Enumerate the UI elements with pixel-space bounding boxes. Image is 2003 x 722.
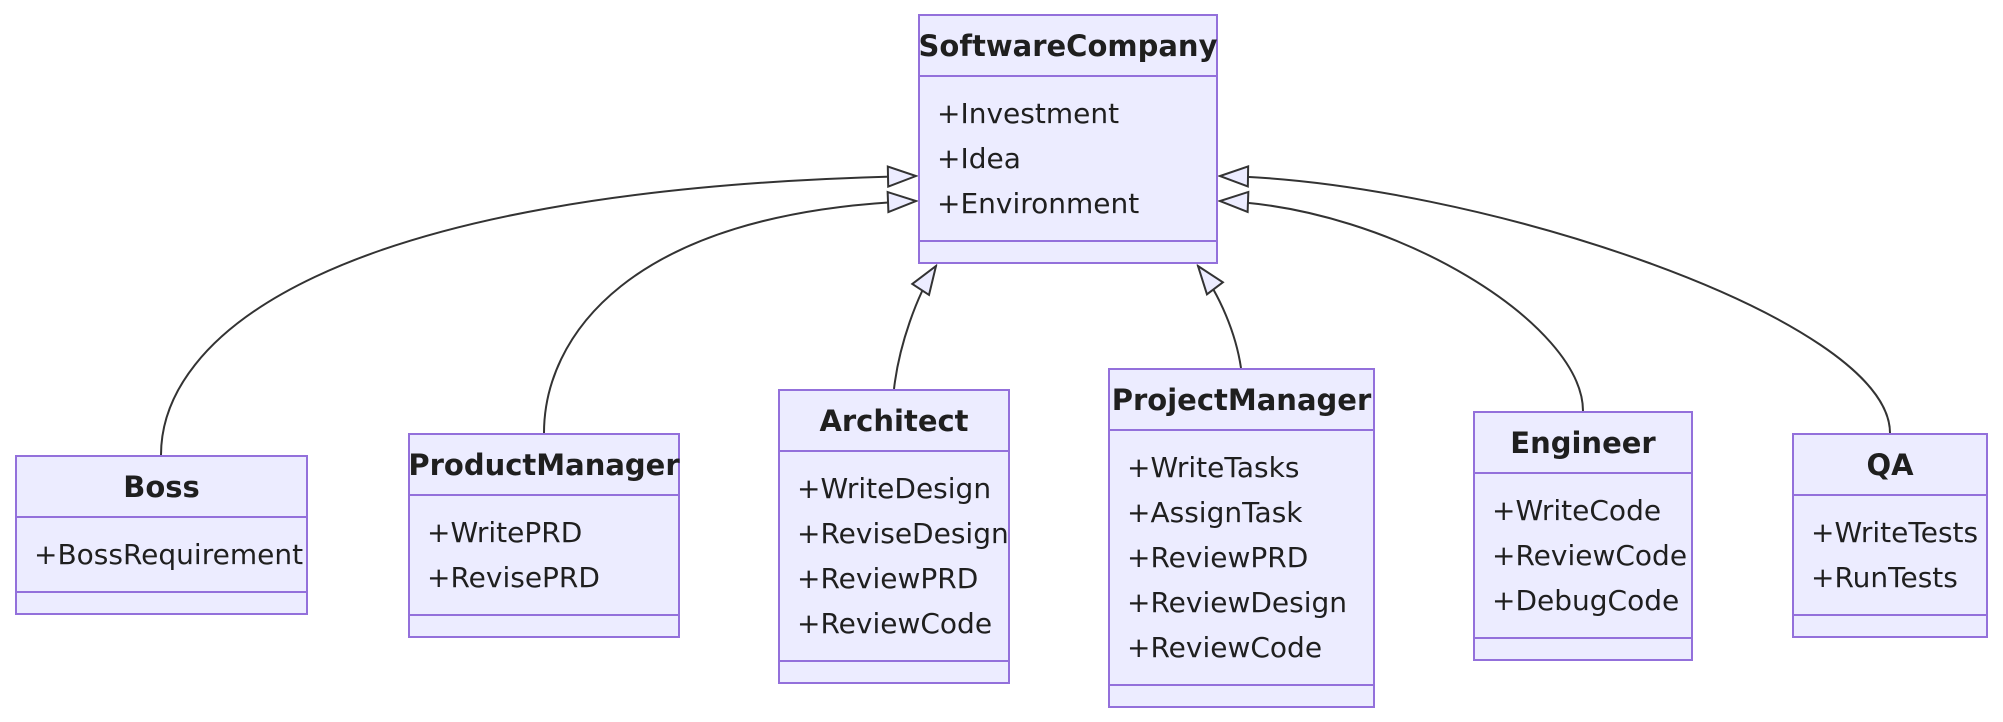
- class-member: +WriteDesign: [797, 472, 992, 505]
- class-member: +WriteTasks: [1127, 451, 1300, 484]
- class-member: +ReviewCode: [797, 607, 993, 640]
- class-member: +AssignTask: [1127, 496, 1303, 529]
- class-box-architect: Architect +WriteDesign +ReviseDesign +Re…: [778, 389, 1010, 684]
- class-member: +RunTests: [1811, 561, 1958, 594]
- class-member: +Environment: [937, 187, 1140, 220]
- class-methods-empty-section: [1475, 637, 1691, 659]
- class-members: +WriteCode +ReviewCode +DebugCode: [1475, 474, 1691, 637]
- class-member: +DebugCode: [1492, 584, 1680, 617]
- class-member: +RevisePRD: [427, 561, 600, 594]
- class-members: +WriteDesign +ReviseDesign +ReviewPRD +R…: [780, 452, 1009, 660]
- class-title: Boss: [17, 457, 306, 518]
- class-methods-empty-section: [780, 660, 1008, 682]
- class-member: +ReviewPRD: [1127, 541, 1309, 574]
- class-member: +ReviewCode: [1127, 631, 1323, 664]
- class-members: +WriteTests +RunTests: [1794, 496, 1986, 614]
- class-methods-empty-section: [410, 614, 678, 636]
- class-members: +Investment +Idea +Environment: [920, 77, 1216, 240]
- class-member: +ReviewCode: [1492, 539, 1688, 572]
- inheritance-edge-engineer-to-softwarecompany: [1220, 201, 1584, 412]
- class-member: +ReviewDesign: [1127, 586, 1348, 619]
- class-title: ProductManager: [408, 435, 680, 496]
- inheritance-edge-qa-to-softwarecompany: [1220, 176, 1891, 434]
- class-box-productmanager: ProductManager +WritePRD +RevisePRD: [408, 433, 680, 638]
- class-methods-empty-section: [1794, 614, 1986, 636]
- class-member: +BossRequirement: [34, 538, 304, 571]
- class-members: +WriteTasks +AssignTask +ReviewPRD +Revi…: [1110, 431, 1373, 684]
- class-title: ProjectManager: [1110, 370, 1373, 431]
- class-member: +WriteCode: [1492, 494, 1662, 527]
- class-member: +Investment: [937, 97, 1120, 130]
- class-title: SoftwareCompany: [919, 16, 1217, 77]
- inheritance-edge-boss-to-softwarecompany: [160, 176, 916, 456]
- class-box-boss: Boss +BossRequirement: [15, 455, 308, 615]
- inheritance-edge-productmanager-to-softwarecompany: [543, 201, 916, 434]
- class-box-softwarecompany: SoftwareCompany +Investment +Idea +Envir…: [918, 14, 1218, 264]
- class-title: Engineer: [1475, 413, 1691, 474]
- class-box-qa: QA +WriteTests +RunTests: [1792, 433, 1988, 638]
- class-member: +ReviewPRD: [797, 562, 979, 595]
- class-box-engineer: Engineer +WriteCode +ReviewCode +DebugCo…: [1473, 411, 1693, 661]
- class-members: +WritePRD +RevisePRD: [410, 496, 678, 614]
- inheritance-edge-projectmanager-to-softwarecompany: [1198, 266, 1242, 369]
- class-members: +BossRequirement: [17, 518, 306, 591]
- class-member: +Idea: [937, 142, 1021, 175]
- class-member: +WritePRD: [427, 516, 583, 549]
- class-methods-empty-section: [17, 591, 306, 613]
- class-title: QA: [1794, 435, 1986, 496]
- class-box-projectmanager: ProjectManager +WriteTasks +AssignTask +…: [1108, 368, 1375, 708]
- class-title: Architect: [780, 391, 1008, 452]
- inheritance-edge-architect-to-softwarecompany: [893, 266, 936, 390]
- class-member: +ReviseDesign: [797, 517, 1009, 550]
- class-methods-empty-section: [1110, 684, 1373, 706]
- class-methods-empty-section: [920, 240, 1216, 262]
- class-member: +WriteTests: [1811, 516, 1979, 549]
